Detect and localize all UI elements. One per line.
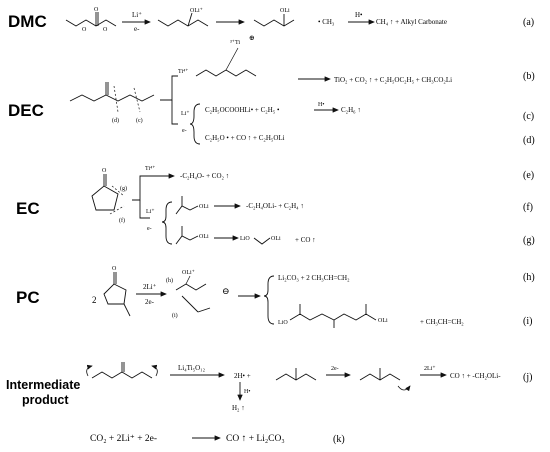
ec-site-f: (f) bbox=[119, 217, 125, 224]
dmc-intermediate-skeleton bbox=[157, 19, 209, 27]
ec-product-e: -C₂H₄O- + CO₂ ↑ bbox=[180, 172, 229, 180]
dmc-products: CH₄ ↑ + Alkyl Carbonate bbox=[376, 18, 447, 26]
ec-brace bbox=[161, 201, 173, 245]
dec-product-b: TiO₂ + CO₂ ↑ + C₂H₅OC₂H₅ + CH₃CO₂Li bbox=[334, 76, 452, 84]
dmc-reaction bbox=[65, 12, 117, 27]
svg-text:O: O bbox=[102, 168, 107, 174]
dmc-radical: • CH₃ bbox=[318, 18, 335, 26]
tag-a: (a) bbox=[523, 17, 534, 28]
tag-h: (h) bbox=[523, 272, 535, 283]
dec-site-c: (c) bbox=[136, 117, 143, 124]
ec-site-g: (g) bbox=[120, 185, 127, 192]
eq-k-rhs: CO ↑ + Li₂CO₃ bbox=[226, 434, 285, 444]
label-intermediate-1: Intermediate bbox=[6, 378, 80, 392]
dec-brace bbox=[189, 103, 201, 145]
ec-cleavage-g bbox=[111, 185, 125, 197]
intermediate-h-dot: H• bbox=[244, 389, 250, 395]
svg-text:O: O bbox=[82, 27, 87, 33]
tag-b: (b) bbox=[523, 71, 535, 82]
pc-lio: LiO bbox=[278, 320, 288, 326]
ec-f-structure bbox=[175, 205, 199, 215]
dec-product-c1: C₂H₅OCOOHLi• + C₂H₅ • bbox=[205, 106, 280, 114]
dec-product-d: C₂H₅O • + CO ↑ + C₂H₅OLi bbox=[205, 134, 285, 142]
intermediate-product-h: 2H• + bbox=[234, 372, 251, 380]
dec-cleavage-d bbox=[113, 85, 119, 113]
pc-i-structure bbox=[289, 313, 377, 321]
pc-oli-i: OLi bbox=[378, 318, 388, 324]
dec-ti-charge: ⊕ bbox=[249, 34, 255, 42]
label-dmc: DMC bbox=[8, 12, 47, 31]
ec-oli-g: OLi bbox=[199, 234, 209, 240]
ec-lio-g: LiO bbox=[240, 236, 250, 242]
ec-ring bbox=[91, 185, 119, 211]
tag-g: (g) bbox=[523, 235, 535, 246]
dec-h-radical: H• bbox=[318, 102, 324, 108]
pc-coef: 2 bbox=[92, 295, 97, 305]
pc-brace bbox=[263, 275, 275, 325]
dmc-molecule-skeleton bbox=[65, 19, 117, 27]
pc-reagent-bottom: 2e- bbox=[145, 298, 155, 306]
pc-site-h: (h) bbox=[166, 277, 173, 284]
ec-branch-li: Li⁺ bbox=[146, 209, 155, 215]
svg-text:O: O bbox=[103, 27, 108, 33]
ec-branch-top: Ti⁴⁺ bbox=[145, 166, 155, 172]
svg-text:O: O bbox=[112, 266, 117, 272]
tag-d: (d) bbox=[523, 135, 535, 146]
tag-e: (e) bbox=[523, 170, 534, 181]
dmc-reagent-bottom: e- bbox=[134, 25, 140, 33]
label-ec: EC bbox=[16, 199, 40, 218]
dmc-h-radical: H• bbox=[355, 11, 363, 19]
intermediate-molecule bbox=[91, 371, 153, 379]
ec-g-structure bbox=[175, 235, 199, 245]
ec-product-g: + CO ↑ bbox=[295, 236, 316, 244]
ec-cleavage-f bbox=[109, 205, 125, 215]
pc-oli: OLi⁺ bbox=[182, 270, 195, 276]
dmc-product-oli: OLi bbox=[280, 8, 290, 14]
dec-ti-label: ³⁺Ti bbox=[230, 40, 240, 46]
intermediate-reagent: Li₄Ti₅O₁₂ bbox=[178, 364, 206, 372]
dec-product-c2: C₂H₆ ↑ bbox=[341, 106, 361, 114]
dmc-intermediate-charge: OLi⁺ bbox=[190, 8, 203, 14]
label-dec: DEC bbox=[8, 101, 44, 120]
pc-site-i: (i) bbox=[172, 312, 178, 319]
dmc-product-skeleton bbox=[253, 19, 295, 27]
dec-branch-li: Li⁺ bbox=[181, 111, 190, 117]
dec-molecule-skeleton bbox=[69, 94, 155, 102]
tag-f: (f) bbox=[523, 202, 533, 213]
dec-ti-complex bbox=[195, 69, 257, 77]
intermediate-h2: H₂ ↑ bbox=[232, 404, 245, 412]
pc-reagent-top: 2Li⁺ bbox=[143, 283, 157, 291]
tag-i: (i) bbox=[523, 316, 532, 327]
eq-k-lhs: CO₂ + 2Li⁺ + 2e- bbox=[90, 434, 157, 444]
label-pc: PC bbox=[16, 288, 40, 307]
pc-intermediate bbox=[175, 283, 207, 291]
pc-product-i: + CH₃CH=CH₂ bbox=[420, 318, 464, 326]
label-intermediate-2: product bbox=[22, 393, 69, 407]
intermediate-e-label: 2e- bbox=[331, 366, 339, 372]
dec-branch-e: e- bbox=[182, 128, 187, 134]
pc-minus: ⊖ bbox=[222, 286, 230, 296]
dec-site-d: (d) bbox=[112, 117, 119, 124]
dec-branch-top: Ti⁴⁺ bbox=[178, 69, 188, 75]
ec-oli-f: OLi bbox=[199, 204, 209, 210]
intermediate-li-label: 2Li⁺ bbox=[424, 366, 436, 372]
dec-cleavage-c bbox=[133, 87, 141, 113]
tag-c: (c) bbox=[523, 111, 534, 122]
tag-k: (k) bbox=[333, 434, 345, 445]
dmc-reagent-top: Li⁺ bbox=[132, 11, 142, 19]
ec-oli-g2: OLi bbox=[271, 236, 281, 242]
tag-j: (j) bbox=[523, 372, 532, 383]
pc-product-h: Li₂CO₃ + 2 CH₃CH=CH₂ bbox=[278, 274, 350, 282]
ec-product-f: -C₂H₄OLi- + C₂H₄ ↑ bbox=[246, 202, 304, 210]
intermediate-products: CO ↑ + -CH₂OLi- bbox=[450, 372, 501, 380]
svg-text:O: O bbox=[94, 7, 99, 13]
ec-branch-e: e- bbox=[147, 226, 152, 232]
pc-ring bbox=[103, 283, 127, 305]
